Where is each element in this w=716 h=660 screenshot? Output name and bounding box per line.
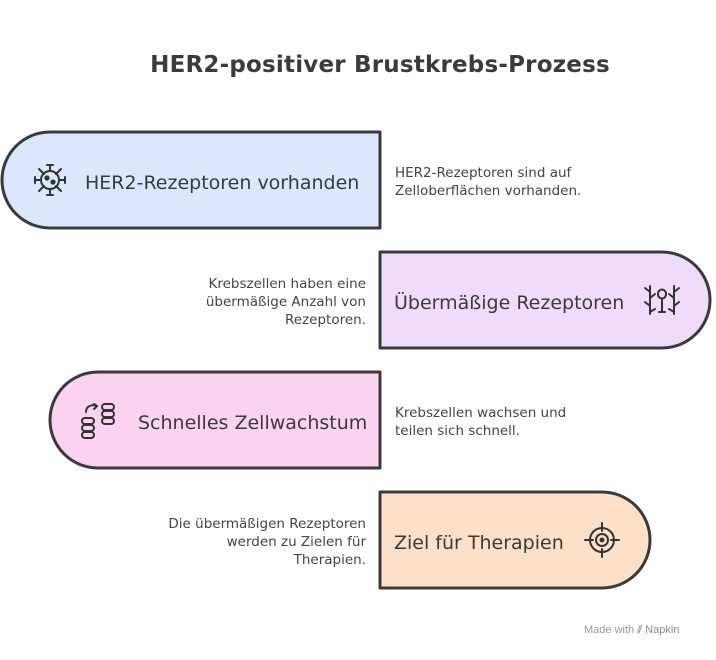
receptor-cluster-icon: [644, 285, 680, 315]
step-2-label: Übermäßige Rezeptoren: [394, 292, 625, 314]
step-1-pill: [0, 130, 382, 230]
target-icon: [584, 522, 620, 558]
step-4-pill: [378, 490, 652, 590]
cell-division-icon: [81, 403, 115, 439]
step-2-description: Krebszellen haben eine übermäßige Anzahl…: [205, 276, 366, 328]
made-with-footer: Made with ⫽ Napkin: [584, 624, 680, 636]
step-3-label: Schnelles Zellwachstum: [138, 412, 368, 434]
step-3-description: Krebszellen wachsen und teilen sich schn…: [395, 405, 567, 439]
step-4-label: Ziel für Therapien: [394, 532, 564, 554]
step-1-description: HER2-Rezeptoren sind auf Zelloberflächen…: [395, 165, 582, 199]
step-4-description: Die übermäßigen Rezeptoren werden zu Zie…: [168, 516, 366, 568]
step-2-pill: [378, 250, 712, 350]
cell-receptor-icon: [34, 164, 66, 196]
step-3-pill: [48, 370, 382, 470]
napkin-logo-icon: ⫽: [637, 624, 643, 636]
diagram-title: HER2-positiver Brustkrebs-Prozess: [150, 52, 610, 78]
step-1-label: HER2-Rezeptoren vorhanden: [85, 172, 360, 194]
